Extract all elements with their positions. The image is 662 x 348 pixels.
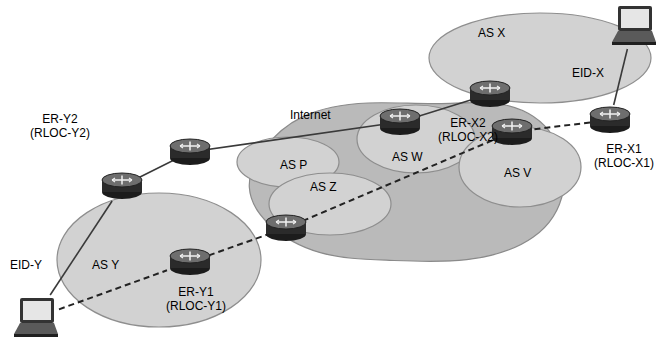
router-outline <box>168 248 212 276</box>
router-outline <box>588 106 632 134</box>
region-label: AS Z <box>310 180 337 194</box>
edge-router: ER-X2 (RLOC-X2) <box>468 80 512 108</box>
router-icon <box>380 109 420 135</box>
router-icon <box>590 107 630 133</box>
edge-router: ER-Y1 (RLOC-Y1) <box>168 248 212 276</box>
as-region: AS Z <box>268 172 392 236</box>
region-label: AS Y <box>92 258 119 272</box>
region-ellipse <box>269 173 391 235</box>
router-icon <box>170 249 210 275</box>
ellipse-outline <box>56 192 262 328</box>
router-outline <box>100 172 144 200</box>
router-outline <box>468 80 512 108</box>
router-label: ER-Y1 (RLOC-Y1) <box>160 285 232 313</box>
router-icon <box>470 81 510 107</box>
region-label: AS X <box>478 26 505 40</box>
region-ellipse <box>459 127 581 207</box>
edge-router: ER-X1 (RLOC-X1) <box>588 106 632 134</box>
laptop-icon <box>14 298 58 337</box>
router-label: ER-Y2 (RLOC-Y2) <box>24 112 96 140</box>
host-laptop: EID-X <box>610 4 656 48</box>
router-icon <box>102 173 142 199</box>
cloud-label: Internet <box>290 108 331 122</box>
router-label: ER-X2 (RLOC-X2) <box>432 116 504 144</box>
region-label: AS P <box>280 158 307 172</box>
internet-cloud: Internet AS W AS V AS PAS Z <box>238 92 574 270</box>
router-icon <box>266 215 306 241</box>
region-ellipse <box>429 13 651 103</box>
router-label: ER-X1 (RLOC-X1) <box>590 142 658 170</box>
host-laptop: EID-Y <box>12 296 58 340</box>
region-ellipse <box>357 105 475 173</box>
region-ellipse <box>57 193 261 327</box>
laptop-outline <box>12 296 58 340</box>
laptop-outline <box>610 4 656 48</box>
router-icon <box>170 139 210 165</box>
host-label: EID-X <box>572 66 604 80</box>
edge-router: ER-Y2 (RLOC-Y2) <box>100 172 144 200</box>
as-region: AS YER-Y2 (RLOC-Y2)ER-Y1 (RLOC-Y1) <box>56 192 262 328</box>
region-label: AS V <box>504 166 531 180</box>
host-label: EID-Y <box>10 258 42 272</box>
region-label: AS W <box>392 150 423 164</box>
cloud-outline <box>238 92 574 270</box>
laptop-icon <box>612 6 656 45</box>
